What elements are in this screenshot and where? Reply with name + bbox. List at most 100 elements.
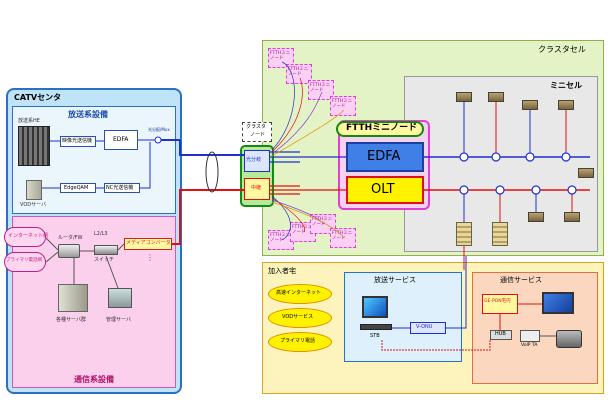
optical-transmitter-label: 映像光送信機 (62, 138, 93, 144)
stb-label: STB (370, 333, 380, 339)
broadcast-service-title: 放送サービス (374, 276, 416, 284)
nc-transmitter-label: NC光送信機 (106, 185, 134, 191)
catv-center-title: CATVセンタ (14, 93, 62, 102)
satellite-node (330, 96, 356, 116)
satellite-node-label: FTTHミニノード (292, 225, 313, 236)
splitter-circle (459, 152, 469, 162)
switch-label-1: L2/L3 (94, 231, 108, 237)
voip-ta-label: VoIP TA (521, 343, 538, 348)
edfa-center-box (104, 130, 138, 150)
relay-label: 中継 (251, 185, 262, 191)
server-group-icon (58, 284, 88, 312)
edgeqam-label: EdgeQAM (64, 185, 89, 191)
router-icon (58, 244, 80, 258)
stb-icon (360, 324, 392, 330)
switch-label-2: スイッチ (94, 257, 115, 263)
vonu-label: V-ONU (416, 324, 433, 330)
splitter-circle (495, 185, 505, 195)
service-oval (268, 284, 332, 304)
edfa-center-label: EDFA (113, 136, 129, 143)
satellite-node-label: FTTHミニノード (270, 233, 291, 244)
comm-service-panel (472, 272, 598, 384)
splitter-circle (567, 185, 577, 195)
comm-service-title: 通信サービス (500, 276, 542, 284)
house-icon (528, 212, 544, 222)
mini-cell-title: ミニセル (550, 81, 582, 90)
subscriber-title: 加入者宅 (268, 267, 296, 275)
house-icon (456, 92, 472, 102)
ftth-mini-node-title: FTTHミニノード (346, 123, 418, 133)
cluster-node-label-2: ノード (250, 132, 266, 138)
optical-transmitter-box (60, 136, 96, 147)
house-icon (558, 100, 574, 110)
satellite-node-label: FTTHミニノード (270, 51, 291, 62)
olt-box (346, 176, 424, 204)
apartment-icon (492, 222, 508, 246)
house-icon (522, 100, 538, 110)
coupler-label: 光分配/Mux (148, 127, 170, 132)
internet-label: インターネット網 (8, 233, 49, 239)
satellite-node-label: FTTHミニノード (332, 99, 353, 110)
coupler-icon (154, 136, 162, 144)
cluster-node-label-box (242, 122, 272, 142)
splitter-circle (459, 185, 469, 195)
mgmt-server-label: 管理サーバ (106, 317, 131, 323)
satellite-node (268, 48, 294, 68)
splitter-circle (561, 152, 571, 162)
vonu-box (410, 322, 446, 334)
satellite-node (308, 80, 334, 100)
hub-label: HUB (495, 331, 506, 337)
tv-icon (362, 296, 388, 318)
edfa-mini-label: EDFA (367, 149, 401, 164)
splitter-box (244, 150, 270, 172)
vod-server-label: VODサーバ (20, 202, 47, 208)
splitter-circle (531, 185, 541, 195)
service-oval (268, 332, 332, 352)
satellite-node-label: FTTHミニノード (288, 67, 309, 78)
splitter-circle (491, 152, 501, 162)
comm-equipment-title: 通信系設備 (74, 375, 114, 384)
apartment-icon (456, 222, 472, 246)
splitter-circle (525, 152, 535, 162)
internet-cloud (4, 227, 46, 247)
cluster-node-label-1: クラスタ (246, 124, 266, 130)
satellite-node-label: FTTHミニノード (312, 217, 333, 228)
router-label: ルータ/FW (58, 235, 83, 241)
relay-box (244, 178, 270, 200)
service-label: プライマリ電話 (280, 338, 316, 344)
server-group-label: 各種サーバ群 (56, 317, 86, 323)
primary-phone-cloud (4, 252, 46, 272)
onu-box (482, 294, 518, 314)
broadcast-equipment-title: 放送系設備 (68, 110, 108, 119)
switch-icon (94, 245, 118, 255)
mgmt-server-icon (108, 288, 132, 308)
media-converter-box (124, 238, 172, 250)
ellipsis-dots: ⋮ (146, 253, 154, 262)
house-icon (564, 212, 580, 222)
cluster-cell-title: クラスタセル (538, 45, 586, 54)
voip-ta-box (520, 330, 540, 342)
house-icon (578, 168, 594, 178)
edfa-mini-box (346, 142, 424, 172)
hub-box (490, 330, 512, 340)
olt-label: OLT (371, 182, 395, 197)
headend-rack-icon (18, 126, 50, 166)
ftth-mini-node-title-bar (336, 121, 424, 137)
satellite-node (286, 64, 312, 84)
edgeqam-box (60, 183, 96, 193)
onu-label: GE-PON宅内 (484, 299, 511, 304)
media-converter-label: メディアコンバータ (126, 240, 171, 246)
service-label: VODサービス (282, 314, 314, 320)
house-icon (488, 92, 504, 102)
primary-phone-label: プライマリ電話網 (6, 258, 42, 263)
headend-label: 放送系HE (18, 118, 40, 124)
vod-server-icon (26, 180, 42, 200)
satellite-node-label: FTTHミニノード (332, 231, 353, 242)
laptop-icon (542, 292, 574, 314)
splitter-label: 光分岐 (246, 157, 262, 163)
phone-icon (556, 330, 582, 348)
service-label: 高速インターネット (276, 290, 322, 296)
nc-transmitter-box (104, 183, 140, 193)
service-oval (268, 308, 332, 328)
